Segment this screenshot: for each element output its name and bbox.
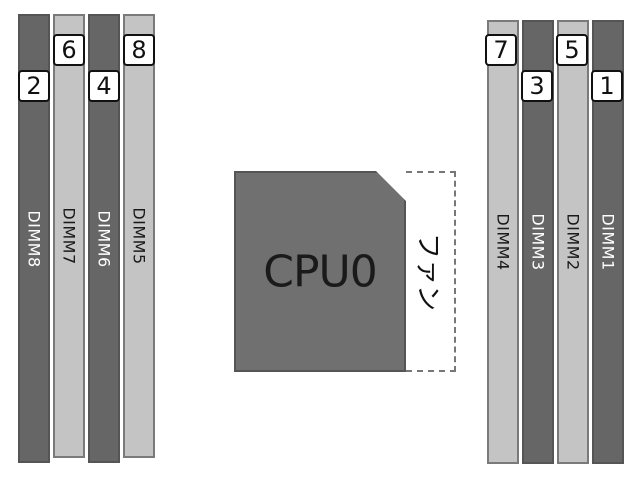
dimm-slot-label: DIMM5 [129, 207, 149, 265]
dimm-slot-2: DIMM2 [557, 20, 589, 464]
slot-number-badge-7: 7 [485, 34, 517, 66]
slot-number-badge-2: 2 [18, 70, 50, 102]
cpu-orientation-notch [376, 171, 406, 201]
dimm-slot-label: DIMM1 [598, 213, 618, 271]
cpu-label: CPU0 [263, 246, 377, 297]
dimm-slot-4: DIMM4 [487, 20, 519, 464]
dimm-slot-label: DIMM4 [493, 213, 513, 271]
dimm-slot-7: DIMM7 [53, 14, 85, 458]
slot-number-badge-6: 6 [53, 34, 85, 66]
dimm-slot-5: DIMM5 [123, 14, 155, 458]
slot-number-badge-3: 3 [521, 70, 553, 102]
cpu-socket: CPU0 [234, 171, 406, 372]
slot-number-badge-5: 5 [556, 34, 588, 66]
slot-number-badge-4: 4 [88, 70, 120, 102]
dimm-slot-label: DIMM8 [24, 209, 44, 268]
dimm-slot-label: DIMM2 [563, 213, 583, 271]
slot-number-badge-8: 8 [123, 34, 155, 66]
fan-label: ファン [412, 232, 443, 311]
slot-number-badge-1: 1 [591, 70, 623, 102]
dimm-slot-label: DIMM7 [59, 207, 79, 265]
dimm-slot-label: DIMM3 [528, 213, 548, 271]
fan-area: ファン [406, 171, 456, 372]
dimm-slot-label: DIMM6 [94, 209, 114, 268]
